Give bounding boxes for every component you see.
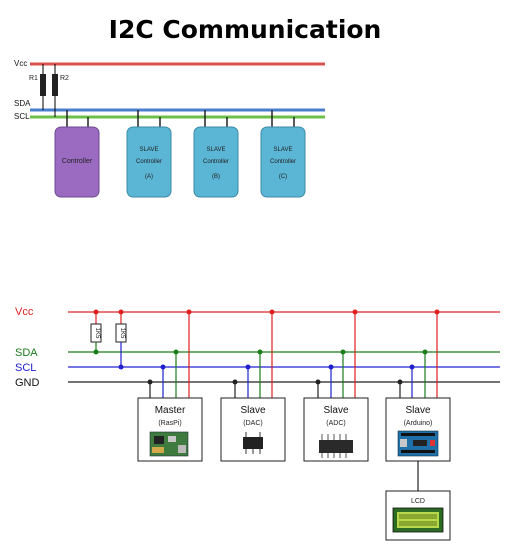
- top-slave-a-tag: (A): [145, 174, 153, 180]
- adc-name: Slave: [323, 405, 348, 416]
- master-vcc-node: [186, 309, 192, 315]
- adc-vcc-node: [352, 309, 358, 315]
- top-slave-b-line1: SLAVE: [207, 147, 226, 153]
- lcd-screen-icon: [392, 507, 444, 533]
- device-dac: Slave (DAC): [220, 309, 286, 462]
- top-slave-a-line2: Controller: [136, 159, 162, 165]
- bottom-resistor-1-value: 1K5: [94, 328, 100, 339]
- top-slave-b: SLAVE Controller (B): [193, 110, 239, 198]
- bottom-sda-label: SDA: [15, 347, 38, 359]
- top-slave-c-line1: SLAVE: [274, 147, 293, 153]
- top-slave-c-box: [260, 126, 306, 198]
- master-sub: (RasPi): [158, 420, 181, 427]
- top-slave-b-tag: (B): [212, 174, 220, 180]
- bottom-resistor-2-value: 1K5: [119, 328, 125, 339]
- raspi-board-icon: [149, 431, 189, 457]
- top-diagram: Vcc SDA SCL R1 R2 Controller SLAVE Contr…: [14, 59, 325, 198]
- dac-chip-icon: [243, 432, 263, 454]
- bottom-resistor-1-node-bottom: [93, 349, 99, 355]
- dac-gnd-node: [232, 379, 238, 385]
- top-controller-box: [54, 126, 100, 198]
- master-name: Master: [155, 405, 186, 416]
- top-slave-c-tag: (C): [279, 174, 287, 180]
- top-slave-b-line2: Controller: [203, 159, 229, 165]
- adc-scl-node: [328, 364, 334, 370]
- arduino-gnd-node: [397, 379, 403, 385]
- top-r2-label: R2: [60, 75, 69, 82]
- top-slave-c-line2: Controller: [270, 159, 296, 165]
- bottom-gnd-label: GND: [15, 377, 40, 389]
- bottom-resistor-2-node-bottom: [118, 364, 124, 370]
- top-slave-a-box: [126, 126, 172, 198]
- device-arduino: Slave (Arduino): [385, 309, 451, 462]
- bottom-resistor-1: 1K5: [90, 309, 102, 355]
- arduino-sub: (Arduino): [404, 420, 433, 427]
- device-adc: Slave (ADC): [303, 309, 369, 462]
- adc-gnd-node: [315, 379, 321, 385]
- top-sda-label: SDA: [14, 99, 31, 108]
- top-slave-b-box: [193, 126, 239, 198]
- top-scl-label: SCL: [14, 112, 30, 121]
- master-gnd-node: [147, 379, 153, 385]
- top-slave-a-line1: SLAVE: [140, 147, 159, 153]
- arduino-name: Slave: [405, 405, 430, 416]
- top-slave-a: SLAVE Controller (A): [126, 110, 172, 198]
- dac-sub: (DAC): [243, 420, 262, 427]
- bottom-resistor-2-node-top: [118, 309, 124, 315]
- device-master: Master (RasPi): [137, 309, 203, 462]
- page-title: I2C Communication: [109, 15, 382, 44]
- top-r1-resistor: [40, 74, 46, 96]
- bottom-vcc-label: Vcc: [15, 306, 34, 318]
- device-lcd: LCD: [385, 461, 451, 541]
- top-r1-label: R1: [29, 75, 38, 82]
- dac-name: Slave: [240, 405, 265, 416]
- top-slave-c: SLAVE Controller (C): [260, 110, 306, 198]
- arduino-vcc-node: [434, 309, 440, 315]
- dac-vcc-node: [269, 309, 275, 315]
- dac-sda-node: [257, 349, 263, 355]
- adc-sub: (ADC): [326, 420, 345, 427]
- arduino-board-icon: [397, 430, 439, 457]
- master-scl-node: [160, 364, 166, 370]
- arduino-sda-node: [422, 349, 428, 355]
- lcd-label: LCD: [411, 498, 425, 505]
- arduino-scl-node: [409, 364, 415, 370]
- top-vcc-label: Vcc: [14, 59, 27, 68]
- adc-sda-node: [340, 349, 346, 355]
- top-controller-label: Controller: [62, 158, 93, 165]
- bottom-resistor-2: 1K5: [115, 309, 127, 370]
- adc-chip-icon: [319, 434, 353, 458]
- dac-scl-node: [245, 364, 251, 370]
- bottom-scl-label: SCL: [15, 362, 36, 374]
- master-sda-node: [173, 349, 179, 355]
- bottom-diagram: Vcc SDA SCL GND 1K5 1K5: [15, 306, 500, 541]
- bottom-resistor-1-node-top: [93, 309, 99, 315]
- top-r2-resistor: [52, 74, 58, 96]
